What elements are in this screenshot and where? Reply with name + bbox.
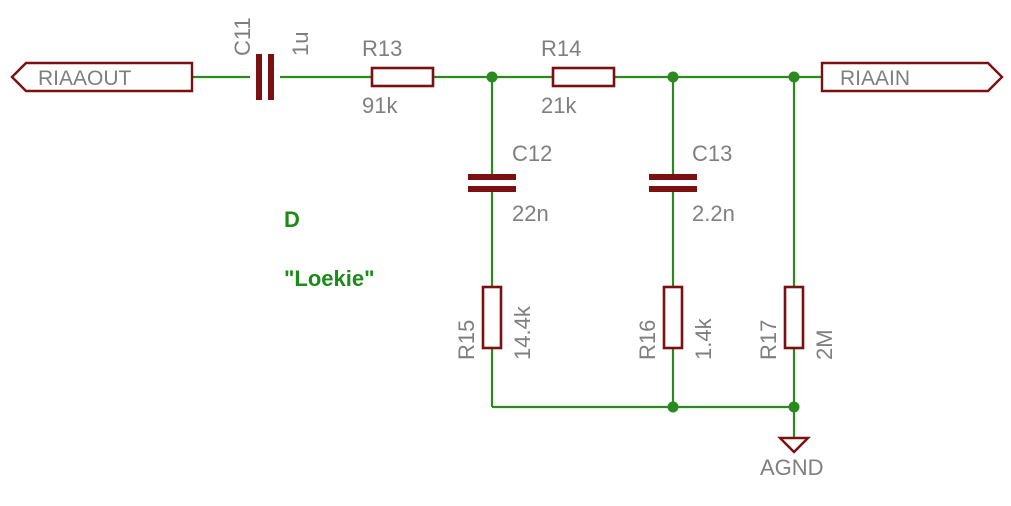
- junctions: [486, 71, 800, 413]
- c11-value-label: 1u: [288, 32, 313, 56]
- port-riaain-shape[interactable]: [820, 61, 1004, 93]
- c13-ref-label: C13: [692, 141, 732, 166]
- resistor-r15[interactable]: R15 14.4k: [454, 285, 535, 360]
- c13-value-label: 2.2n: [692, 201, 735, 226]
- r17-ref-label: R17: [756, 320, 781, 360]
- resistor-r14[interactable]: R14 21k: [541, 36, 616, 118]
- variant-note: D: [284, 207, 300, 232]
- resistor-body: [481, 285, 503, 350]
- ground-label: AGND: [760, 455, 824, 480]
- resistor-body: [551, 66, 616, 88]
- r17-value-label: 2M: [812, 329, 837, 360]
- wires: [192, 75, 822, 437]
- r14-ref-label: R14: [541, 36, 581, 61]
- c12-ref-label: C12: [512, 141, 552, 166]
- junction-dot: [667, 401, 679, 413]
- r16-ref-label: R16: [635, 320, 660, 360]
- r13-ref-label: R13: [362, 36, 402, 61]
- ground-icon: [777, 436, 811, 454]
- port-riaain[interactable]: RIAAIN: [820, 61, 1004, 93]
- port-riaaout-label: RIAAOUT: [38, 67, 132, 90]
- r15-ref-label: R15: [454, 320, 479, 360]
- r14-value-label: 21k: [541, 93, 577, 118]
- capacitor-c12[interactable]: C12 22n: [468, 141, 552, 226]
- junction-dot: [667, 71, 679, 83]
- resistor-body: [783, 285, 805, 350]
- port-riaain-label: RIAAIN: [840, 67, 910, 90]
- c12-value-label: 22n: [512, 201, 549, 226]
- resistor-body: [662, 285, 684, 350]
- capacitor-c11[interactable]: C11 1u: [230, 17, 313, 100]
- junction-dot: [788, 401, 800, 413]
- resistor-body: [370, 66, 435, 88]
- capacitor-c13[interactable]: C13 2.2n: [649, 141, 735, 226]
- resistor-r17[interactable]: R17 2M: [756, 285, 837, 360]
- resistor-r13[interactable]: R13 91k: [362, 36, 435, 118]
- name-note: "Loekie": [284, 266, 375, 291]
- r16-value-label: 1.4k: [691, 317, 716, 360]
- junction-dot: [788, 71, 800, 83]
- r13-value-label: 91k: [362, 93, 398, 118]
- port-riaaout-shape[interactable]: [10, 61, 194, 93]
- port-riaaout[interactable]: RIAAOUT: [10, 61, 194, 93]
- ground-agnd[interactable]: AGND: [760, 436, 824, 480]
- junction-dot: [486, 71, 498, 83]
- c11-ref-label: C11: [230, 17, 255, 56]
- r15-value-label: 14.4k: [510, 305, 535, 360]
- resistor-r16[interactable]: R16 1.4k: [635, 285, 716, 360]
